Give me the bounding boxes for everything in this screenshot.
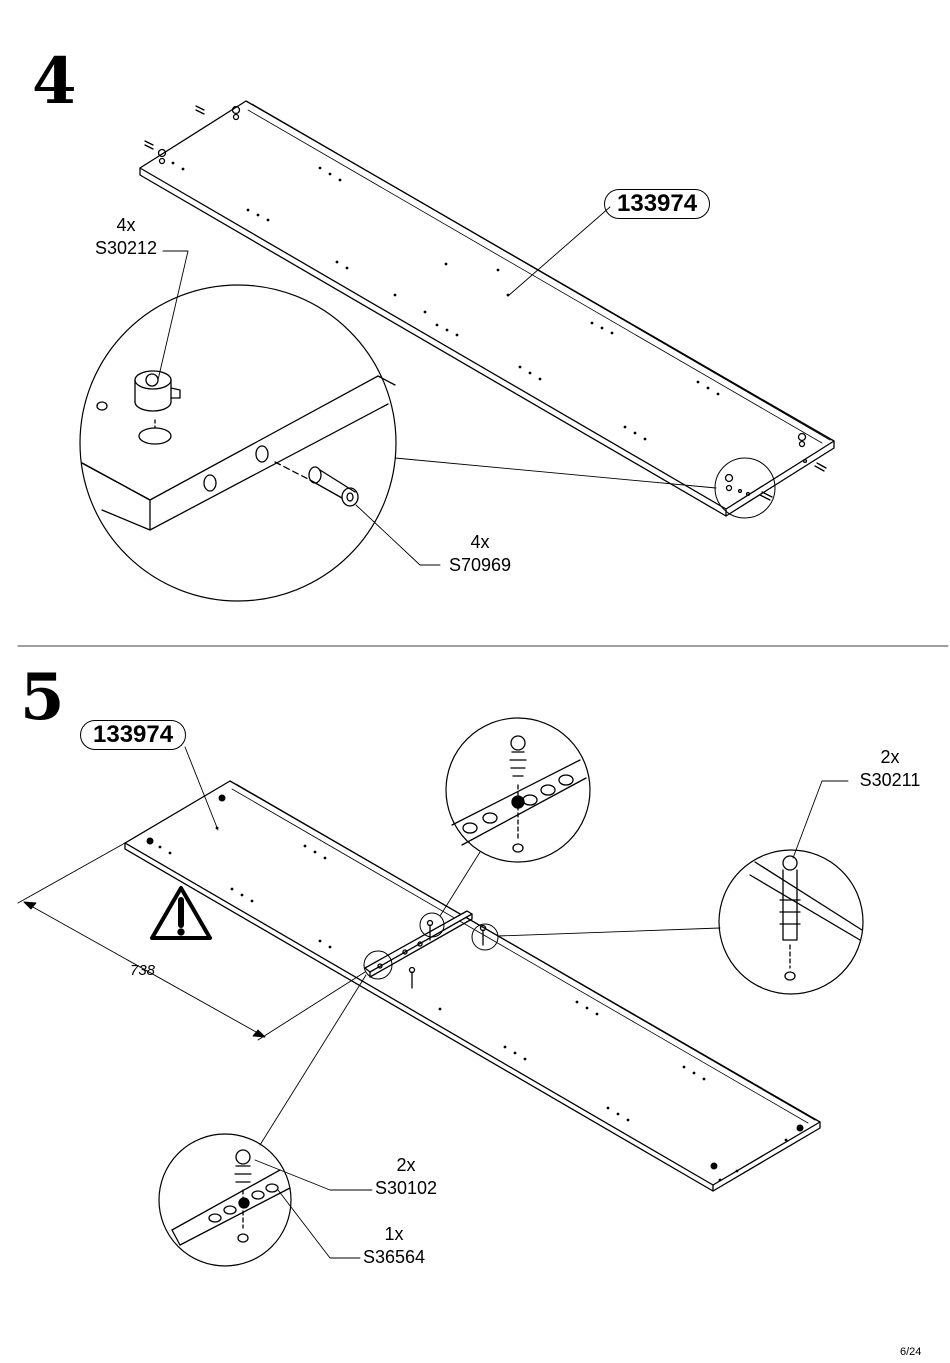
step4-leader-top xyxy=(157,250,189,381)
step5-zoom-top xyxy=(419,717,591,938)
step5-callout-screw-small: 2x S30102 xyxy=(366,1156,446,1197)
step4-zoom-circle xyxy=(79,284,397,602)
step4-panel-drawing xyxy=(139,100,835,517)
callout-code: S30212 xyxy=(94,238,158,258)
callout-code: S70969 xyxy=(448,555,512,575)
step4-callout-cam-lock: 4x S30212 xyxy=(88,216,164,257)
callout-qty: 1x xyxy=(384,1224,404,1244)
step5-dimension xyxy=(17,842,366,1041)
callout-qty: 2x xyxy=(880,747,900,767)
callout-qty: 2x xyxy=(396,1155,416,1175)
step5-zoom-bottom xyxy=(158,950,393,1267)
step4-callout-dowel: 4x S70969 xyxy=(440,533,520,574)
step4-part-leader xyxy=(507,206,611,297)
callout-code: S30211 xyxy=(859,770,921,790)
step4-leader-bottom xyxy=(355,504,441,566)
callout-code: S36564 xyxy=(362,1247,426,1267)
step4-number: 4 xyxy=(32,44,77,119)
step5-rail xyxy=(364,910,487,989)
step5-callout-screw: 2x S30211 xyxy=(850,748,930,789)
callout-qty: 4x xyxy=(116,215,136,235)
warning-icon xyxy=(150,886,212,940)
step5-number: 5 xyxy=(20,660,65,735)
step5-hole-dots xyxy=(146,794,804,1182)
step5-panel-drawing xyxy=(124,780,821,1192)
callout-code: S30102 xyxy=(374,1178,438,1198)
step4-fittings xyxy=(144,105,827,501)
step5-part-number-badge: 133974 xyxy=(80,720,187,750)
page-number: 6/24 xyxy=(900,1346,922,1358)
callout-qty: 4x xyxy=(470,532,490,552)
step5-dimension-value: 738 xyxy=(130,962,156,979)
step5-callout-rail: 1x S36564 xyxy=(354,1225,434,1266)
step4-hole-dots xyxy=(171,161,720,441)
step4-part-number-badge: 133974 xyxy=(604,189,711,219)
step5-zoom-right xyxy=(471,780,864,995)
